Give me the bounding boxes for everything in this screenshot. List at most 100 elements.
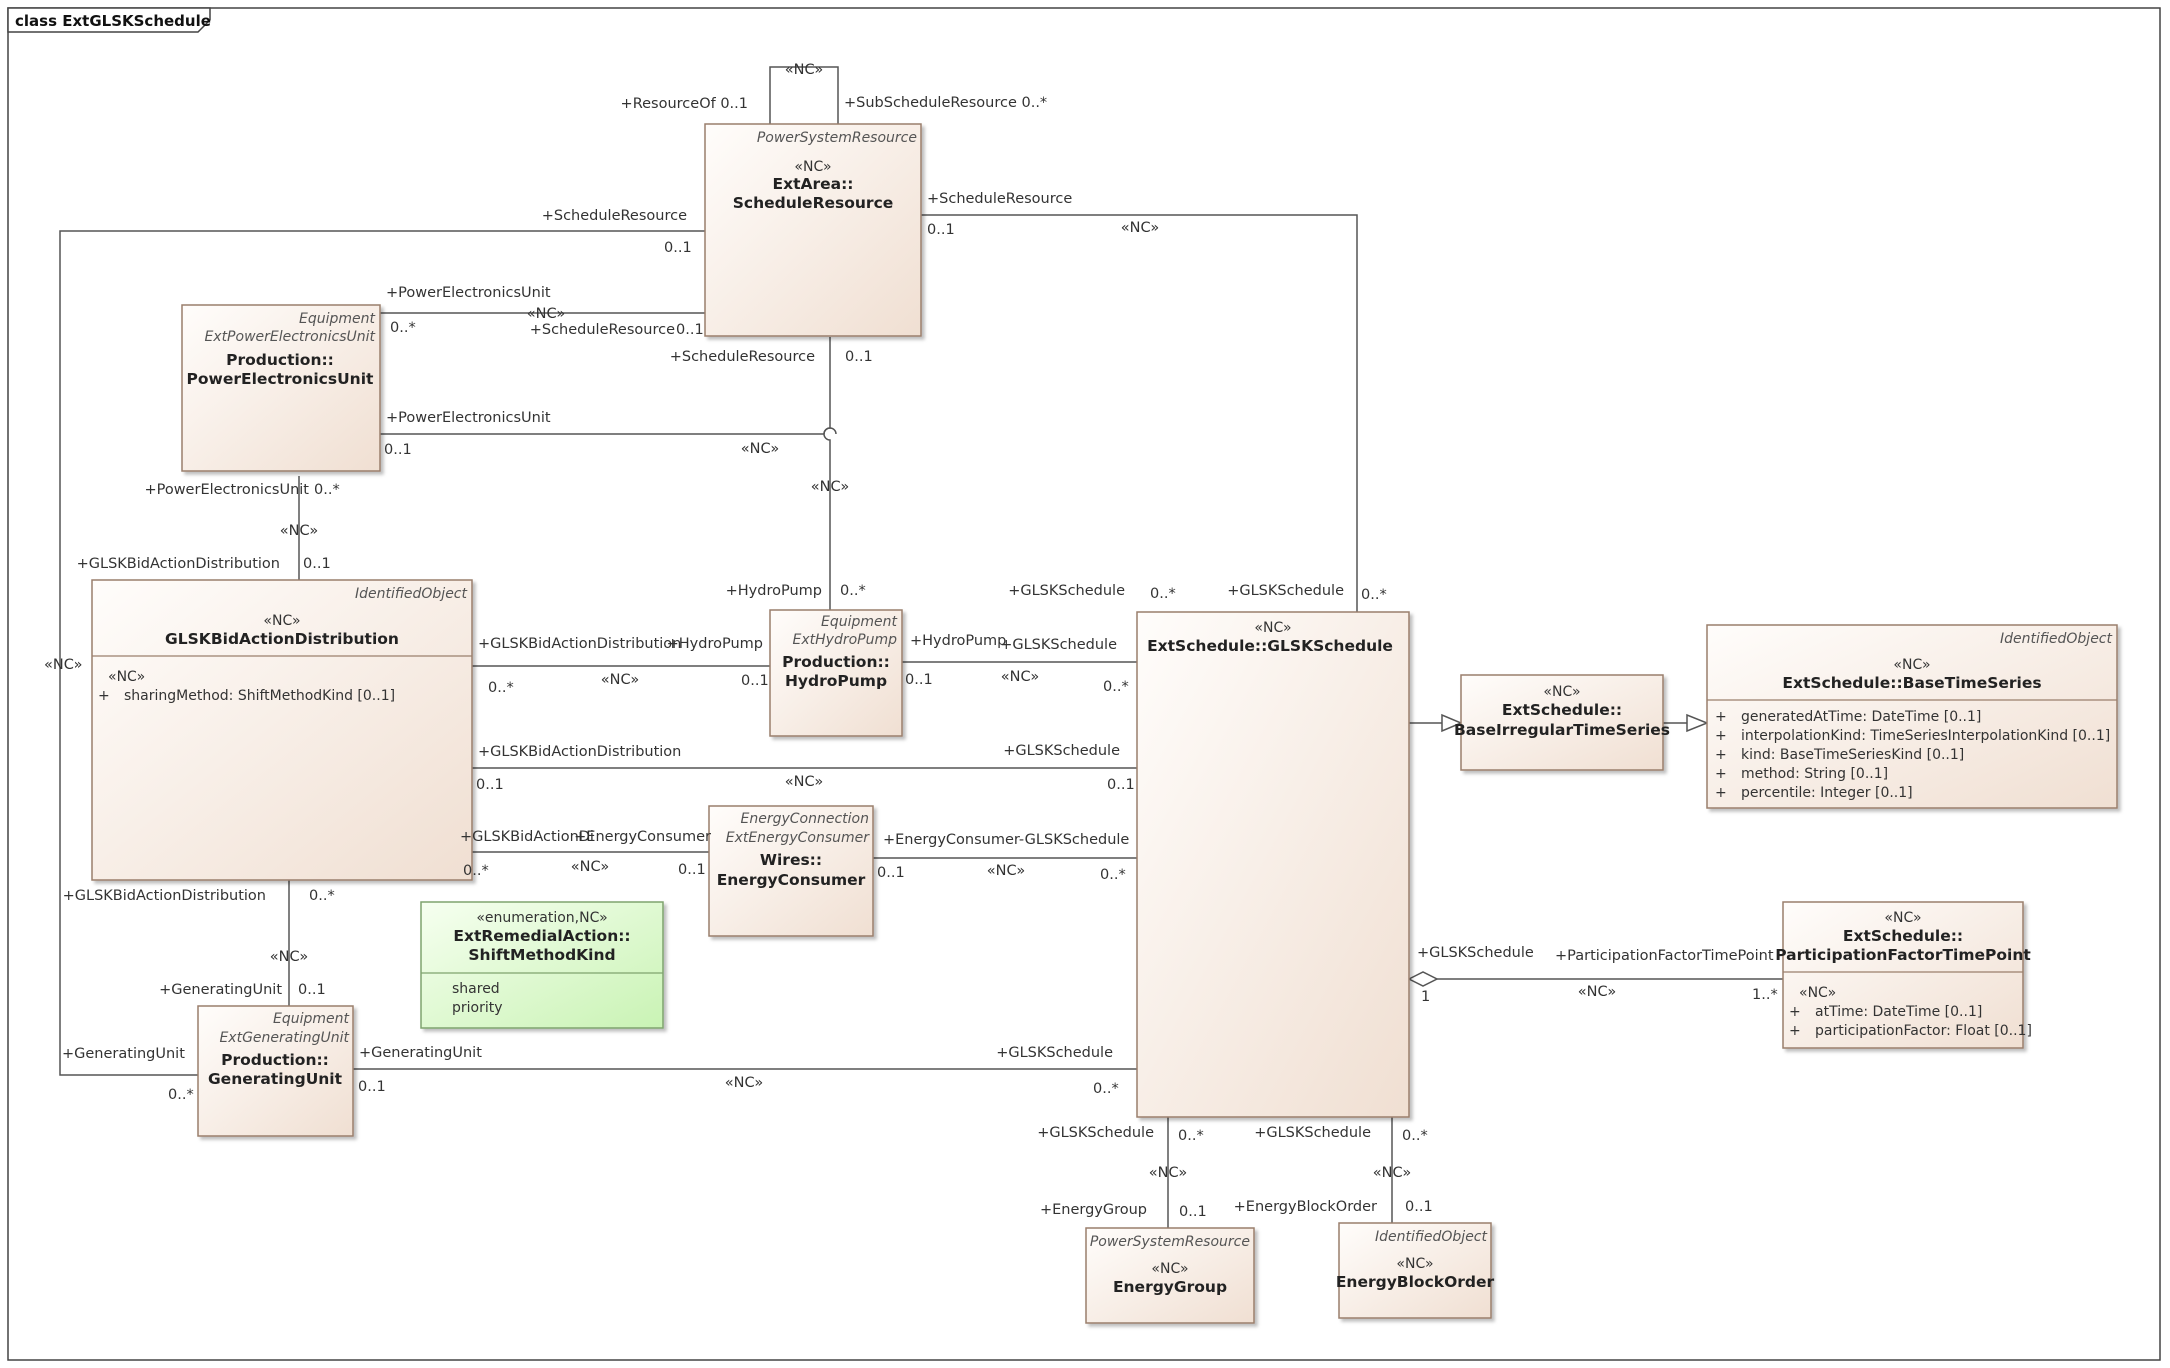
stereotype-label: «NC» — [1396, 1256, 1433, 1272]
superclass-label: PowerSystemResource — [757, 130, 917, 146]
multiplicity-label: 0..1 — [678, 862, 706, 878]
class-name-line1: ExtSchedule:: — [1843, 927, 1963, 945]
multiplicity-label: 0..1 — [741, 673, 769, 689]
stereotype-label: «NC» — [263, 613, 300, 629]
class-glsk-schedule[interactable]: «NC» ExtSchedule::GLSKSchedule — [1136, 611, 1410, 1118]
association-stereotype: «NC» — [1373, 1165, 1411, 1181]
role-label: +SubScheduleResource 0..* — [844, 95, 1047, 111]
association-stereotype: «NC» — [1001, 669, 1039, 685]
association-stereotype: «NC» — [1121, 220, 1159, 236]
stereotype-label: «NC» — [1884, 910, 1921, 926]
role-label: +GLSKBidActionDi — [460, 829, 594, 845]
association-stereotype: «NC» — [785, 774, 823, 790]
multiplicity-label: 0..1 — [845, 349, 873, 365]
multiplicity-label: 0..1 — [676, 322, 704, 338]
diagram-frame: class ExtGLSKSchedule — [7, 7, 2161, 1361]
multiplicity-label: 0..* — [168, 1087, 194, 1103]
attribute-participation-factor: participationFactor: Float [0..1] — [1815, 1023, 2032, 1039]
association-stereotype: «NC» — [601, 672, 639, 688]
multiplicity-label: 0..* — [314, 482, 340, 498]
role-label: +ScheduleResource — [530, 322, 675, 338]
role-label: +GLSKSchedule — [1000, 637, 1117, 653]
class-schedule-resource[interactable]: PowerSystemResource «NC» ExtArea:: Sched… — [704, 123, 922, 337]
class-hydro-pump[interactable]: Equipment ExtHydroPump Production:: Hydr… — [769, 609, 903, 737]
class-name-line2: HydroPump — [785, 672, 887, 690]
role-label: +GLSKBidActionDistribution — [478, 744, 681, 760]
attribute-visibility: + — [1715, 728, 1727, 744]
scheduleresource-generatingunit-line[interactable] — [59, 230, 705, 1076]
superclass-label: IdentifiedObject — [355, 586, 468, 602]
role-label: +GLSKSchedule — [1254, 1125, 1371, 1141]
attribute-visibility: + — [1715, 785, 1727, 801]
role-label: +ScheduleResource — [542, 208, 687, 224]
role-label: +ScheduleResource — [670, 349, 815, 365]
attribute-generated-at-time: generatedAtTime: DateTime [0..1] — [1741, 709, 1981, 725]
multiplicity-label: 0..1 — [476, 777, 504, 793]
superclass-label: EnergyConnection — [741, 811, 869, 827]
superclass-label: IdentifiedObject — [1375, 1229, 1488, 1245]
class-energy-group[interactable]: PowerSystemResource «NC» EnergyGroup — [1085, 1227, 1255, 1324]
class-name-line2: ShiftMethodKind — [468, 946, 615, 964]
association-stereotype: «NC» — [527, 306, 565, 322]
class-base-irregular-time-series[interactable]: «NC» ExtSchedule:: BaseIrregularTimeSeri… — [1454, 674, 1670, 771]
stereotype-label: «enumeration,NC» — [476, 910, 607, 926]
role-label: +HydroPump — [667, 636, 763, 652]
multiplicity-label: 0..1 — [905, 672, 933, 688]
class-energy-consumer[interactable]: EnergyConnection ExtEnergyConsumer Wires… — [708, 805, 874, 937]
multiplicity-label: 0..1 — [1405, 1199, 1433, 1215]
attribute-stereotype: «NC» — [1799, 985, 1836, 1001]
role-label: +EnergyConsumer-GLSKSchedule — [883, 832, 1129, 848]
association-stereotype: «NC» — [811, 479, 849, 495]
multiplicity-label: 0..* — [390, 320, 416, 336]
stereotype-label: «NC» — [1254, 620, 1291, 636]
class-name-line1: Production:: — [226, 351, 334, 369]
multiplicity-label: 0..1 — [927, 222, 955, 238]
connectors — [59, 66, 1783, 1228]
multiplicity-label: 0..* — [1361, 587, 1387, 603]
multiplicity-label: 0..* — [309, 888, 335, 904]
attribute-visibility: + — [1715, 747, 1727, 763]
multiplicity-label: 0..* — [463, 863, 489, 879]
class-energy-block-order[interactable]: IdentifiedObject «NC» EnergyBlockOrder — [1336, 1222, 1495, 1319]
stereotype-label: «NC» — [1543, 684, 1580, 700]
role-label: +ParticipationFactorTimePoint — [1555, 948, 1774, 964]
class-power-electronics-unit[interactable]: Equipment ExtPowerElectronicsUnit Produc… — [181, 304, 381, 472]
multiplicity-label: 0..* — [1178, 1128, 1204, 1144]
multiplicity-label: 0..1 — [303, 556, 331, 572]
multiplicity-label: 0..1 — [358, 1079, 386, 1095]
role-label: +PowerElectronicsUnit — [144, 482, 309, 498]
enum-shift-method-kind[interactable]: «enumeration,NC» ExtRemedialAction:: Shi… — [420, 901, 664, 1029]
multiplicity-label: 0..* — [840, 583, 866, 599]
class-name-line2: PowerElectronicsUnit — [187, 370, 374, 388]
attribute-at-time: atTime: DateTime [0..1] — [1815, 1004, 1982, 1020]
role-label: +GeneratingUnit — [359, 1045, 482, 1061]
self-association-line[interactable] — [769, 66, 839, 124]
multiplicity-label: 0..* — [1402, 1128, 1428, 1144]
aggregation-diamond — [1407, 971, 1439, 987]
association-stereotype: «NC» — [725, 1075, 763, 1091]
class-base-time-series[interactable]: IdentifiedObject «NC» ExtSchedule::BaseT… — [1706, 624, 2118, 809]
attribute-visibility: + — [1789, 1004, 1801, 1020]
association-stereotype: «NC» — [987, 863, 1025, 879]
class-participation-factor-time-point[interactable]: «NC» ExtSchedule:: ParticipationFactorTi… — [1775, 901, 2032, 1049]
class-generating-unit[interactable]: Equipment ExtGeneratingUnit Production::… — [197, 1005, 354, 1137]
superclass-label: Equipment — [273, 1011, 350, 1027]
attribute-percentile: percentile: Integer [0..1] — [1741, 785, 1913, 801]
class-name-line2: ParticipationFactorTimePoint — [1775, 946, 2031, 964]
subclass-label: ExtGeneratingUnit — [219, 1030, 349, 1046]
association-stereotype: «NC» — [1578, 984, 1616, 1000]
association-stereotype: «NC» — [280, 523, 318, 539]
role-label: +EnergyConsumer — [574, 829, 711, 845]
association-stereotype: «NC» — [1149, 1165, 1187, 1181]
role-label: +GLSKSchedule — [1037, 1125, 1154, 1141]
attribute-kind: kind: BaseTimeSeriesKind [0..1] — [1741, 747, 1964, 763]
multiplicity-label: 0..1 — [664, 240, 692, 256]
scheduleresource-hydropump-line[interactable] — [823, 337, 831, 610]
role-label: +GLSKSchedule — [1417, 945, 1534, 961]
scheduleresource-glskschedule-line[interactable] — [921, 214, 1358, 612]
attribute-sharing-method: sharingMethod: ShiftMethodKind [0..1] — [124, 688, 395, 704]
class-name-line2: BaseIrregularTimeSeries — [1454, 721, 1670, 739]
association-stereotype: «NC» — [741, 441, 779, 457]
class-glsk-bid-action-distribution[interactable]: IdentifiedObject «NC» GLSKBidActionDistr… — [91, 579, 473, 881]
class-name-line1: ExtSchedule:: — [1502, 701, 1622, 719]
